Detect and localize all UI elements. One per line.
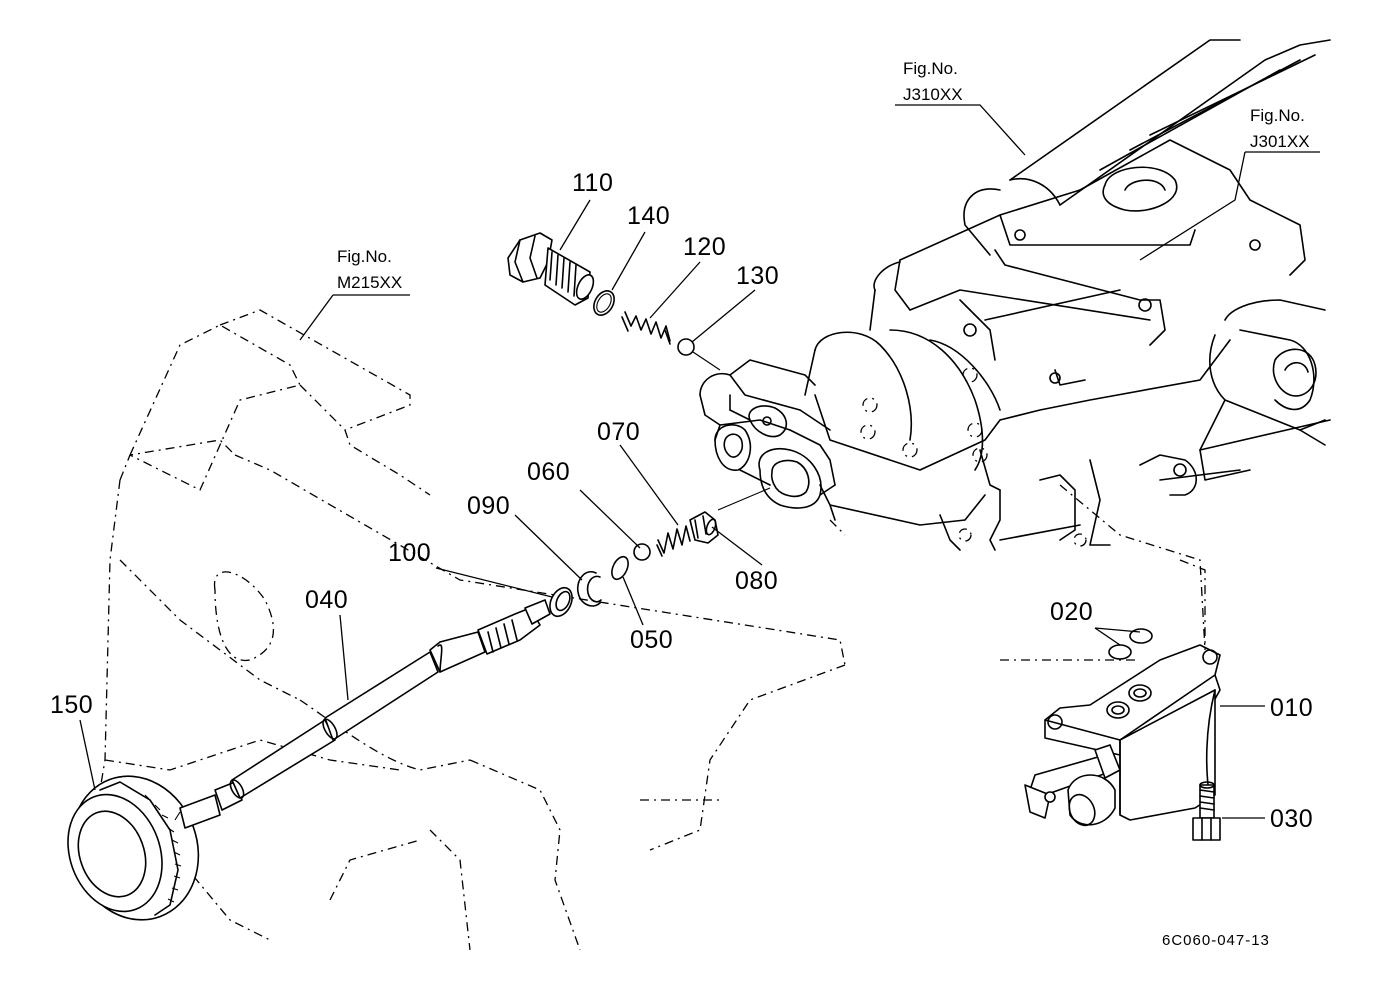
part-label-140: 140 bbox=[627, 202, 670, 230]
part-label-130: 130 bbox=[736, 262, 779, 290]
center-lines bbox=[174, 351, 771, 821]
spring-070 bbox=[656, 525, 691, 557]
part-labels: 010 020 030 040 050 060 070 080 090 100 … bbox=[50, 169, 1313, 833]
part-label-050: 050 bbox=[630, 626, 673, 654]
oil-seal-150 bbox=[67, 775, 200, 921]
part-label-060: 060 bbox=[527, 458, 570, 486]
relief-valve-plug-110 bbox=[507, 232, 595, 306]
fig-ref-label: Fig.No. bbox=[337, 247, 392, 266]
o-ring-140 bbox=[593, 290, 615, 316]
fig-ref-j301xx: Fig.No. J301XX bbox=[1250, 106, 1310, 151]
o-ring-050 bbox=[611, 555, 629, 581]
ball-130 bbox=[677, 338, 695, 356]
fig-ref-label: Fig.No. bbox=[903, 59, 958, 78]
leader-lines bbox=[79, 104, 1320, 819]
snap-ring-090 bbox=[576, 571, 602, 607]
part-label-080: 080 bbox=[735, 567, 778, 595]
fig-ref-number: M215XX bbox=[337, 273, 402, 292]
transmission-case-outline bbox=[99, 309, 846, 951]
o-rings-020 bbox=[1108, 628, 1153, 660]
part-label-110: 110 bbox=[572, 169, 613, 197]
fig-ref-number: J310XX bbox=[903, 85, 963, 104]
lift-control-valve-010 bbox=[1000, 559, 1221, 827]
part-label-150: 150 bbox=[50, 691, 93, 719]
washer-100 bbox=[549, 586, 573, 618]
bolt-030 bbox=[1192, 781, 1221, 841]
fig-ref-m215xx: Fig.No. M215XX bbox=[337, 247, 402, 292]
hydraulic-housing bbox=[804, 39, 1331, 651]
part-label-100: 100 bbox=[388, 539, 431, 567]
fig-ref-label: Fig.No. bbox=[1250, 106, 1305, 125]
fig-ref-j310xx: Fig.No. J310XX bbox=[903, 59, 963, 104]
spring-120 bbox=[621, 311, 671, 345]
part-label-010: 010 bbox=[1270, 694, 1313, 722]
part-label-070: 070 bbox=[597, 418, 640, 446]
part-label-090: 090 bbox=[467, 492, 510, 520]
ball-060 bbox=[633, 543, 651, 561]
fig-ref-number: J301XX bbox=[1250, 132, 1310, 151]
part-label-030: 030 bbox=[1270, 805, 1313, 833]
valve-block bbox=[699, 359, 836, 509]
drawing-code: 6C060-047-13 bbox=[1162, 932, 1270, 949]
spool-shaft-040 bbox=[179, 599, 551, 829]
plug-080 bbox=[689, 511, 719, 544]
part-label-020: 020 bbox=[1050, 598, 1093, 626]
part-label-040: 040 bbox=[305, 586, 348, 614]
part-label-120: 120 bbox=[683, 233, 726, 261]
